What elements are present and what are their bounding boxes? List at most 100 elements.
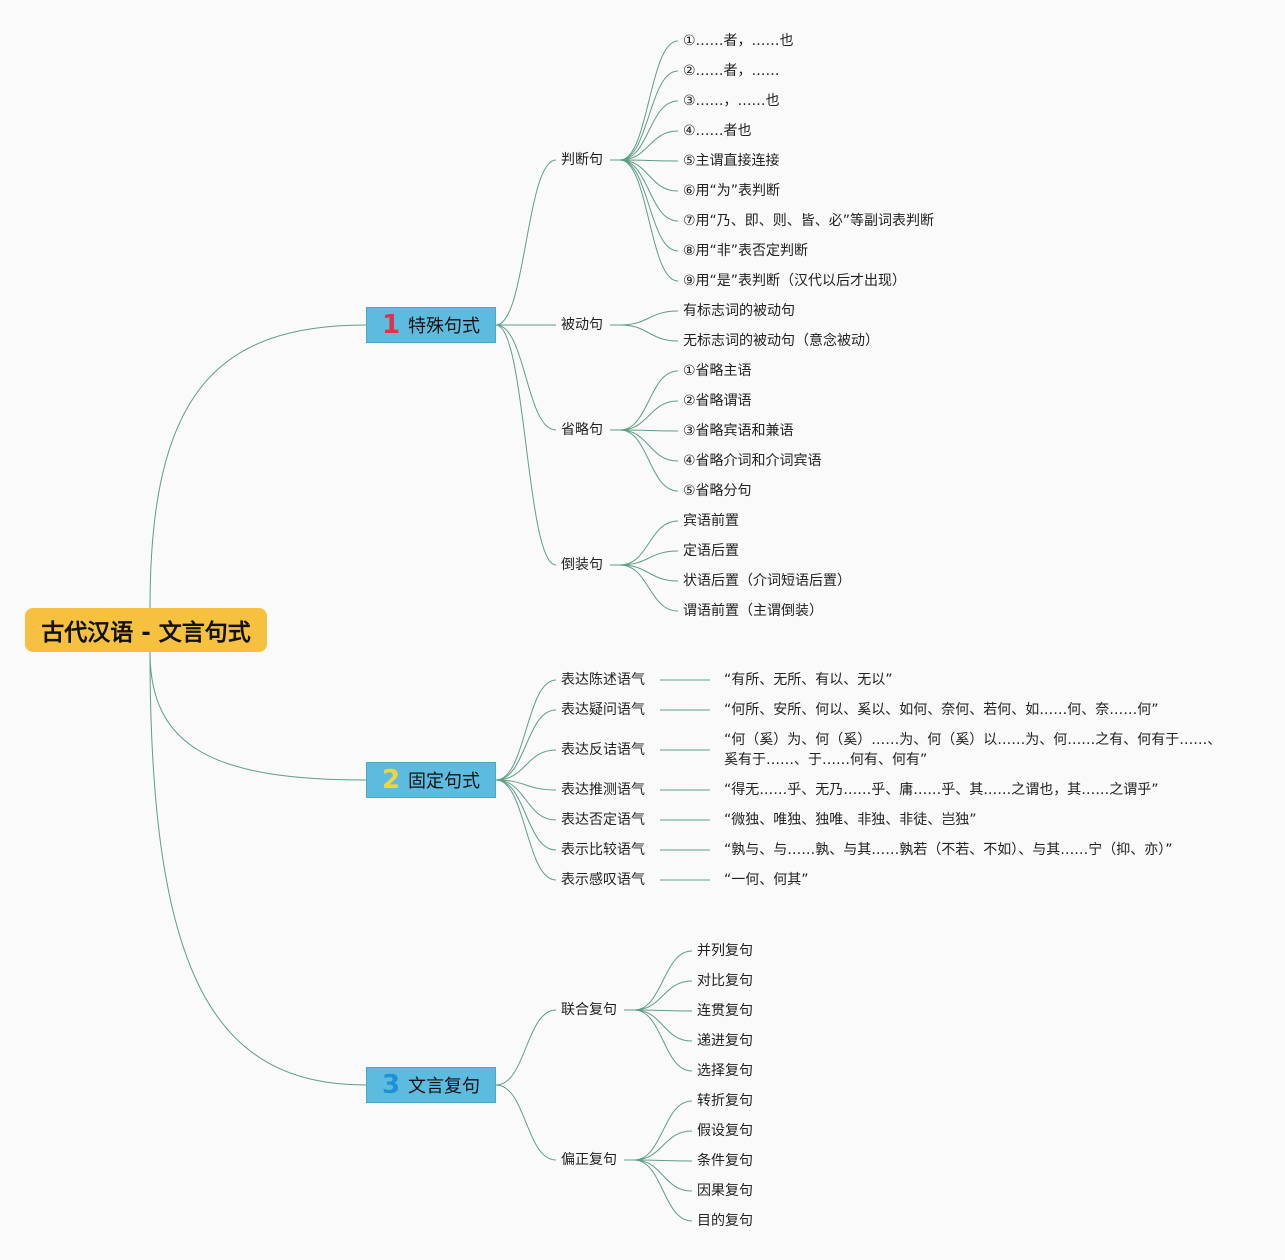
group-label-1-3[interactable]: 省略句 [561, 422, 603, 438]
item-link-1-1-4 [619, 130, 679, 161]
leaf-item-3-2-5[interactable]: 目的复句 [697, 1213, 753, 1229]
item-link-1-2-2 [619, 324, 679, 342]
leaf-item-1-2-2[interactable]: 无标志词的被动句（意念被动） [683, 333, 879, 349]
leaf-item-1-2-1[interactable]: 有标志词的被动句 [683, 303, 795, 319]
item-link-3-1-3 [633, 1009, 693, 1012]
leaf-item-3-2-4[interactable]: 因果复句 [697, 1183, 753, 1199]
item-link-1-1-7 [619, 159, 679, 222]
branch-node-1[interactable]: 1 特殊句式 [366, 307, 496, 343]
group-label-2-1[interactable]: 表达陈述语气 [561, 672, 645, 688]
leaf-item-1-3-5[interactable]: ⑤省略分句 [683, 483, 752, 499]
leaf-item-1-3-2[interactable]: ②省略谓语 [683, 393, 752, 409]
branch-3-group-link-1 [495, 1009, 557, 1086]
group-label-2-6[interactable]: 表示比较语气 [561, 842, 645, 858]
leaf-item-1-1-5[interactable]: ⑤主谓直接连接 [683, 153, 780, 169]
branch-label-1: 特殊句式 [408, 316, 481, 337]
item-link-1-1-9 [619, 159, 679, 282]
leaf-item-3-1-2[interactable]: 对比复句 [697, 973, 753, 989]
branch-3-group-link-2 [495, 1084, 557, 1161]
fixed-pattern-7[interactable]: “一何、何其” [724, 872, 809, 888]
item-link-3-1-4 [633, 1009, 693, 1042]
item-link-3-1-2 [633, 980, 693, 1011]
item-link-3-2-2 [633, 1130, 693, 1161]
leaf-item-1-1-1[interactable]: ①……者，……也 [683, 33, 794, 49]
group-label-2-4[interactable]: 表达推测语气 [561, 782, 645, 798]
fixed-pattern-4[interactable]: “得无……乎、无乃……乎、庸……乎、其……之谓也，其……之谓乎” [724, 782, 1159, 798]
group-label-3-2[interactable]: 偏正复句 [561, 1152, 617, 1168]
fixed-pattern-2[interactable]: “何所、安所、何以、奚以、如何、奈何、若何、如……何、奈……何” [724, 702, 1159, 718]
item-link-1-3-4 [619, 429, 679, 462]
item-link-3-2-3 [633, 1159, 693, 1162]
group-label-1-2[interactable]: 被动句 [561, 317, 603, 333]
branch-2-group-link-2 [495, 709, 557, 781]
branch-label-3: 文言复句 [408, 1076, 481, 1097]
branch-number-2: 2 [381, 765, 401, 795]
leaf-item-1-3-3[interactable]: ③省略宾语和兼语 [683, 423, 794, 439]
leaf-item-1-1-2[interactable]: ②……者，…… [683, 63, 780, 79]
fixed-pattern-1[interactable]: “有所、无所、有以、无以” [724, 672, 893, 688]
branch-1-group-link-4 [495, 324, 557, 566]
leaf-item-1-1-8[interactable]: ⑧用“非”表否定判断 [683, 243, 809, 259]
group-label-2-3[interactable]: 表达反诘语气 [561, 742, 645, 758]
item-link-1-3-3 [619, 429, 679, 432]
branch-2-group-link-5 [495, 779, 557, 821]
fixed-pattern-3[interactable]: “何（奚）为、何（奚）……为、何（奚）以……为、何……之有、何有于……、奚有于…… [724, 732, 1222, 768]
group-label-2-5[interactable]: 表达否定语气 [561, 812, 645, 828]
group-label-1-4[interactable]: 倒装句 [561, 557, 603, 573]
leaf-item-3-1-3[interactable]: 连贯复句 [697, 1003, 753, 1019]
item-link-1-3-5 [619, 429, 679, 492]
leaf-item-1-1-6[interactable]: ⑥用“为”表判断 [683, 183, 781, 199]
root-link-1 [149, 324, 367, 609]
group-label-3-1[interactable]: 联合复句 [561, 1002, 617, 1018]
leaf-item-1-1-4[interactable]: ④……者也 [683, 123, 752, 139]
branch-node-3[interactable]: 3 文言复句 [366, 1067, 496, 1103]
leaf-item-1-4-1[interactable]: 宾语前置 [683, 513, 739, 529]
leaf-item-1-4-2[interactable]: 定语后置 [683, 543, 739, 559]
item-link-1-3-2 [619, 400, 679, 431]
leaf-item-3-1-1[interactable]: 并列复句 [697, 943, 753, 959]
branch-2-group-link-6 [495, 779, 557, 851]
fixed-pattern-5[interactable]: “微独、唯独、独唯、非独、非徒、岂独” [724, 812, 977, 828]
root-node[interactable]: 古代汉语 - 文言句式 [25, 608, 267, 652]
leaf-item-1-1-7[interactable]: ⑦用“乃、即、则、皆、必”等副词表判断 [683, 213, 935, 229]
item-link-1-4-4 [619, 564, 679, 612]
leaf-item-3-2-2[interactable]: 假设复句 [697, 1123, 753, 1139]
leaf-item-1-1-9[interactable]: ⑨用“是”表判断（汉代以后才出现） [683, 273, 907, 289]
branch-label-2: 固定句式 [408, 771, 481, 792]
leaf-item-1-3-1[interactable]: ①省略主语 [683, 363, 752, 379]
branch-number-1: 1 [381, 310, 401, 340]
group-label-1-1[interactable]: 判断句 [561, 152, 603, 168]
group-label-2-7[interactable]: 表示感叹语气 [561, 872, 645, 888]
branch-number-3: 3 [381, 1070, 401, 1100]
item-link-1-3-1 [619, 370, 679, 431]
item-link-3-2-4 [633, 1159, 693, 1192]
branch-2-group-link-3 [495, 749, 557, 781]
item-link-1-4-3 [619, 564, 679, 582]
branch-1-group-link-3 [495, 324, 557, 431]
item-link-1-1-1 [619, 40, 679, 161]
leaf-item-3-1-5[interactable]: 选择复句 [697, 1063, 753, 1079]
fixed-pattern-6[interactable]: “孰与、与……孰、与其……孰若（不若、不如）、与其……宁（抑、亦）” [724, 842, 1173, 858]
leaf-item-1-3-4[interactable]: ④省略介词和介词宾语 [683, 453, 822, 469]
item-link-3-2-1 [633, 1100, 693, 1161]
item-link-1-4-1 [619, 520, 679, 566]
leaf-item-3-2-3[interactable]: 条件复句 [697, 1153, 753, 1169]
item-link-1-1-5 [619, 159, 679, 162]
item-link-1-1-6 [619, 159, 679, 192]
root-link-2 [149, 651, 367, 781]
branch-2-group-link-7 [495, 779, 557, 881]
leaf-item-3-1-4[interactable]: 递进复句 [697, 1033, 753, 1049]
leaf-item-1-4-4[interactable]: 谓语前置（主谓倒装） [683, 603, 823, 619]
item-link-1-4-2 [619, 550, 679, 566]
item-link-1-1-2 [619, 70, 679, 161]
leaf-item-3-2-1[interactable]: 转折复句 [697, 1093, 753, 1109]
item-link-1-1-3 [619, 100, 679, 161]
group-label-2-2[interactable]: 表达疑问语气 [561, 702, 645, 718]
item-link-3-1-1 [633, 950, 693, 1011]
root-link-3 [149, 651, 367, 1086]
leaf-item-1-1-3[interactable]: ③……，……也 [683, 93, 780, 109]
branch-node-2[interactable]: 2 固定句式 [366, 762, 496, 798]
leaf-item-1-4-3[interactable]: 状语后置（介词短语后置） [683, 573, 851, 589]
